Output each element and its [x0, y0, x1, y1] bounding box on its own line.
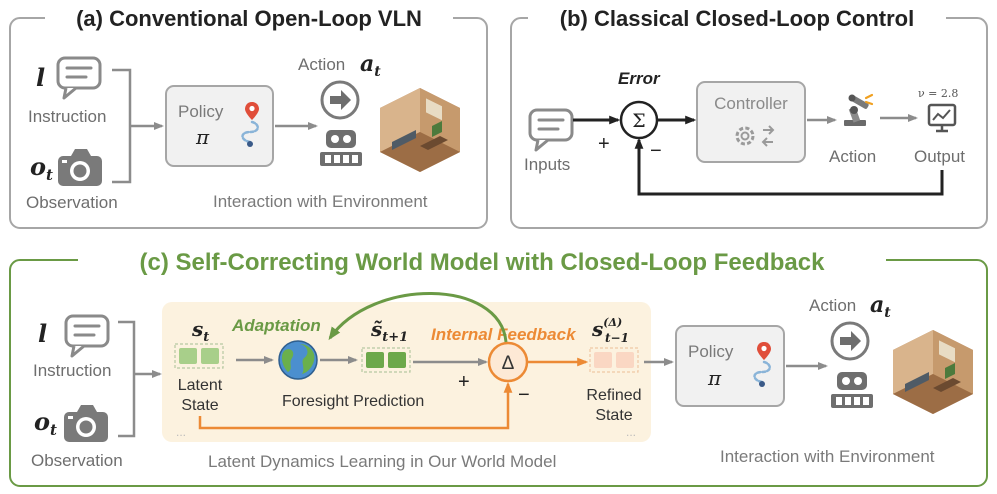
inputs-label: Inputs: [524, 155, 570, 174]
refined-label-line1: Refined: [586, 387, 641, 404]
action-label-c: Action: [809, 296, 856, 315]
right-arrow-icon: [320, 80, 360, 120]
merge-bracket-c: [118, 320, 160, 438]
camera-icon: [64, 405, 108, 442]
policy-symbol-c: π: [707, 366, 722, 390]
latent-label-line1: Latent: [178, 377, 223, 394]
robot-icon: [320, 130, 362, 166]
refined-tokens: [589, 347, 639, 373]
output-value: ν = 2.8: [918, 87, 958, 100]
policy-box-c: [675, 325, 785, 407]
policy-label-c: Policy: [688, 342, 734, 361]
controller-box: [696, 81, 806, 163]
controller-label: Controller: [714, 94, 788, 113]
error-label: Error: [618, 69, 661, 88]
plus-sign-c: +: [458, 371, 470, 393]
ellipsis-right: ...: [626, 425, 636, 439]
observation-symbol: ot: [30, 152, 53, 184]
sum-symbol: Σ: [632, 110, 645, 132]
instruction-symbol-c: l: [38, 319, 47, 348]
panel-a-title: (a) Conventional Open-Loop VLN: [76, 6, 422, 31]
adaptation-label: Adaptation: [231, 316, 321, 335]
instruction-symbol: l: [36, 63, 45, 92]
globe-icon: [278, 340, 318, 380]
merge-bracket-a: [112, 68, 162, 184]
chat-bubble-icon: [64, 314, 110, 358]
state-symbol: st: [191, 317, 209, 345]
caption-a: Interaction with Environment: [213, 192, 428, 211]
room-icon: [893, 330, 973, 414]
instruction-label: Instruction: [28, 107, 106, 126]
monitor-chart-icon: [927, 103, 957, 133]
chat-bubble-icon: [528, 108, 574, 152]
delta-node: [487, 341, 529, 383]
pred-symbol: s̃t+1: [370, 317, 408, 345]
observation-label-c: Observation: [31, 451, 123, 470]
adaptation-arrow: [328, 292, 508, 343]
ellipsis-left: ...: [176, 425, 186, 439]
action-symbol-a: at: [360, 51, 381, 80]
foresight-label: Foresight Prediction: [282, 393, 424, 410]
prediction-tokens: [361, 347, 411, 373]
action-label-a: Action: [298, 55, 345, 74]
right-arrow-icon: [830, 321, 870, 361]
latent-feedback-path: [198, 381, 513, 430]
refined-label-line2: State: [595, 407, 632, 424]
instruction-label-c: Instruction: [33, 361, 111, 380]
latent-label-line2: State: [181, 397, 218, 414]
robot-icon: [831, 372, 873, 408]
plus-sign-b: +: [598, 133, 610, 155]
panel-b-title: (b) Classical Closed-Loop Control: [560, 6, 914, 31]
action-symbol-c: at: [870, 292, 891, 321]
chat-bubble-icon: [56, 56, 102, 100]
delta-symbol: Δ: [502, 353, 515, 374]
panel-c-title: (c) Self-Correcting World Model with Clo…: [140, 249, 826, 276]
action-label-b: Action: [829, 147, 876, 166]
latent-state-tokens: [174, 343, 224, 369]
gear-icon: [735, 125, 775, 147]
latent-caption: Latent Dynamics Learning in Our World Mo…: [208, 452, 556, 471]
policy-symbol-a: π: [195, 125, 210, 149]
output-label: Output: [914, 147, 965, 166]
minus-sign-b: −: [650, 140, 662, 162]
refined-symbol: s(Δ)t−1: [591, 316, 629, 345]
observation-symbol-c: ot: [34, 407, 57, 439]
robot-arm-icon: [842, 93, 874, 128]
feedback-loop-b: [634, 137, 944, 196]
minus-sign-c: −: [518, 384, 530, 406]
room-icon: [380, 88, 460, 172]
caption-c: Interaction with Environment: [720, 447, 935, 466]
camera-icon: [58, 149, 102, 186]
observation-label: Observation: [26, 193, 118, 212]
policy-label-a: Policy: [178, 102, 224, 121]
